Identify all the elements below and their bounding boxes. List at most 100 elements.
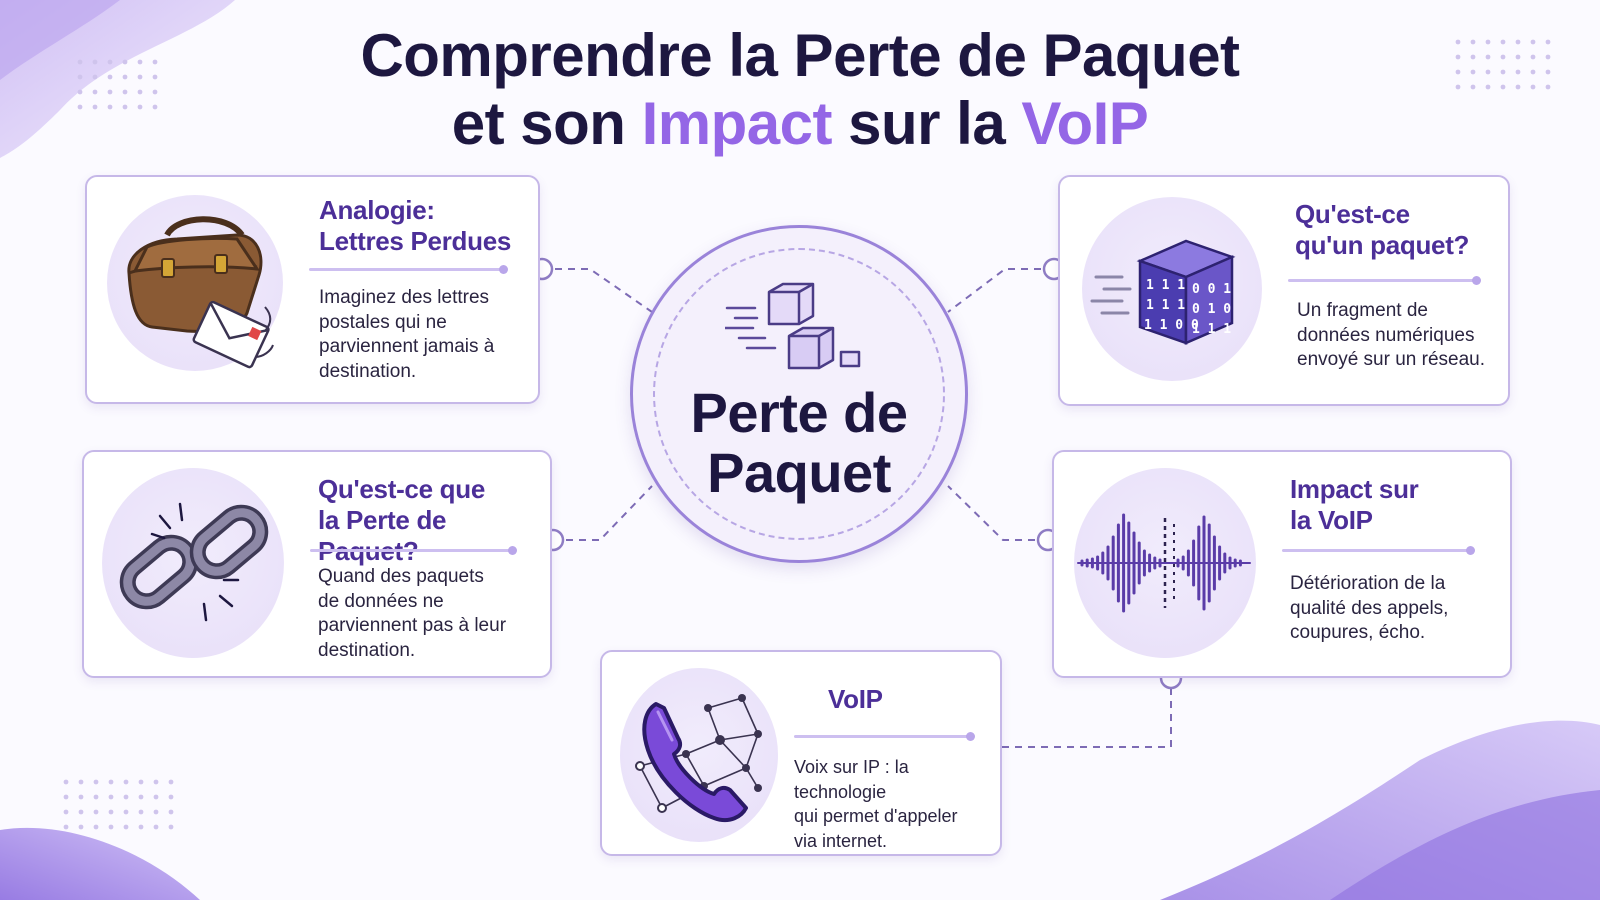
- decor-dot: [1530, 39, 1536, 45]
- text-line: qui permet d'appeler: [794, 806, 958, 826]
- decor-dot: [108, 794, 114, 800]
- decor-dot: [1515, 39, 1521, 45]
- card-impact-title-line-1: Impact sur: [1290, 474, 1419, 504]
- decor-dot: [1515, 69, 1521, 75]
- text-line: via internet.: [794, 830, 888, 851]
- decor-dot: [123, 794, 129, 800]
- decor-dot: [138, 794, 144, 800]
- decor-dot: [1530, 69, 1536, 75]
- title-accent-voip: VoIP: [1021, 90, 1149, 157]
- decor-dot: [1545, 39, 1551, 45]
- card-analogy-title: Analogie: Lettres Perdues: [319, 195, 511, 257]
- decor-dot: [77, 104, 83, 110]
- decor-dot: [77, 89, 83, 95]
- decor-dot: [122, 104, 128, 110]
- card-voip: VoIP Voix sur IP : la technologie qui pe…: [600, 650, 1002, 856]
- decor-dot: [1470, 39, 1476, 45]
- card-voip-title: VoIP: [828, 684, 883, 715]
- svg-text:1 1 0 0: 1 1 0 0: [1144, 318, 1199, 333]
- decor-dot: [1515, 54, 1521, 60]
- card-voip-title-line-1: VoIP: [828, 684, 883, 714]
- decor-dot: [107, 74, 113, 80]
- decor-dot: [1530, 54, 1536, 60]
- decor-dot: [78, 794, 84, 800]
- mail-bag-letter-icon: [127, 216, 274, 369]
- svg-text:1 1 1: 1 1 1: [1146, 298, 1185, 313]
- svg-text:1 1 1: 1 1 1: [1192, 322, 1231, 337]
- decor-dot: [168, 809, 174, 815]
- page-title: Comprendre la Perte de Paquet et son Imp…: [0, 22, 1600, 158]
- title-line-2: et son Impact sur la VoIP: [0, 90, 1600, 158]
- decor-dot: [168, 824, 174, 830]
- card-packet-title-line-2: qu'un paquet?: [1295, 230, 1470, 260]
- decor-dot: [63, 824, 69, 830]
- card-loss-text: Quand des paquets de données ne parvienn…: [318, 565, 506, 663]
- decor-dot: [1485, 54, 1491, 60]
- decor-dot: [1545, 54, 1551, 60]
- decor-dot: [93, 824, 99, 830]
- text-line: destination.: [318, 639, 416, 661]
- card-loss-title-line-2: la Perte de Paquet?: [318, 505, 447, 566]
- card-voip-divider: [794, 732, 975, 741]
- decor-dot: [153, 794, 159, 800]
- card-impact-title-line-2: la VoIP: [1290, 505, 1373, 535]
- decor-dot: [1500, 69, 1506, 75]
- svg-text:1 1 1: 1 1 1: [1146, 278, 1185, 293]
- decor-dot: [92, 74, 98, 80]
- decor-dot: [93, 809, 99, 815]
- decor-dot: [63, 779, 69, 785]
- decor-dot: [1470, 69, 1476, 75]
- card-what-is-packet-loss: Qu'est-ce que la Perte de Paquet? Quand …: [82, 450, 552, 678]
- text-line: Imaginez des lettres: [319, 287, 490, 308]
- decor-dot: [137, 74, 143, 80]
- binary-cube-icon: 1 1 11 1 11 1 0 0 0 0 10 1 01 1 1: [1090, 239, 1236, 345]
- card-voip-text: Voix sur IP : la technologie qui permet …: [794, 755, 1000, 853]
- decor-dot: [108, 779, 114, 785]
- decor-dot: [1545, 69, 1551, 75]
- decor-dot: [77, 74, 83, 80]
- decor-dot: [153, 809, 159, 815]
- card-analogy-title-line-2: Lettres Perdues: [319, 226, 512, 256]
- decor-dot: [78, 779, 84, 785]
- decor-dot: [77, 59, 83, 65]
- text-line: Quand des paquets: [318, 566, 484, 587]
- decor-dot: [1455, 54, 1461, 60]
- decor-dot: [122, 89, 128, 95]
- decor-dot: [107, 104, 113, 110]
- card-impact-icon-circle: [1074, 468, 1256, 658]
- card-analogy: Analogie: Lettres Perdues Imaginez des l…: [85, 175, 540, 404]
- card-analogy-divider: [309, 265, 508, 274]
- decor-dot: [168, 794, 174, 800]
- central-hub: Perte de Paquet: [630, 225, 968, 563]
- decor-dot: [153, 824, 159, 830]
- hub-title-line-2: Paquet: [707, 441, 891, 504]
- decor-dot: [92, 104, 98, 110]
- hub-title: Perte de Paquet: [633, 383, 965, 503]
- decor-dot: [1455, 39, 1461, 45]
- decor-dot: [1485, 84, 1491, 90]
- decor-dot: [1545, 84, 1551, 90]
- decor-dot: [123, 824, 129, 830]
- decor-dot: [123, 809, 129, 815]
- card-impact-title: Impact sur la VoIP: [1290, 474, 1419, 536]
- decor-dot: [137, 104, 143, 110]
- decor-dot: [1500, 39, 1506, 45]
- decor-dot: [93, 779, 99, 785]
- card-impact-divider: [1282, 546, 1475, 555]
- decor-dot: [1455, 69, 1461, 75]
- card-analogy-icon-circle: [107, 195, 283, 371]
- card-impact-voip: Impact sur la VoIP Détérioration de la q…: [1052, 450, 1512, 678]
- title-text-a: et son: [451, 90, 642, 157]
- decor-dot: [138, 809, 144, 815]
- hub-title-line-1: Perte de: [690, 381, 909, 444]
- decor-dot: [78, 824, 84, 830]
- decor-dot: [152, 59, 158, 65]
- card-analogy-title-line-1: Analogie:: [319, 195, 435, 225]
- decor-dot: [138, 824, 144, 830]
- decor-dot: [108, 824, 114, 830]
- decor-dot: [1470, 84, 1476, 90]
- title-text-b: sur la: [831, 90, 1022, 157]
- decor-dot: [78, 809, 84, 815]
